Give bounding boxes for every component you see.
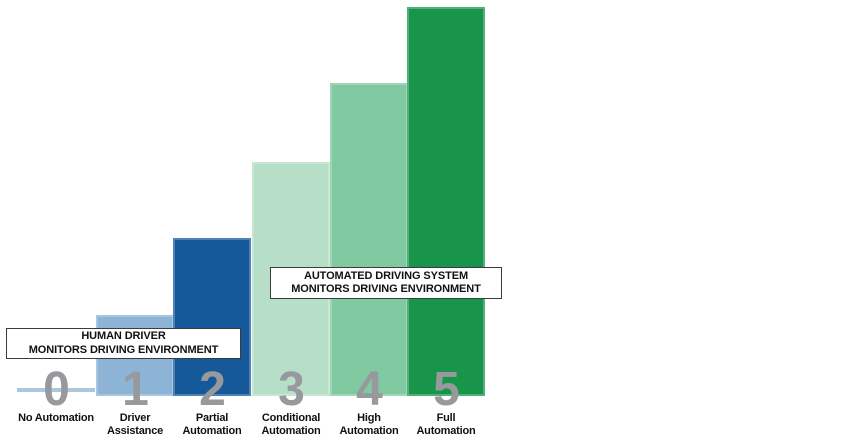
level-2-label-line2: Automation: [182, 425, 242, 437]
level-2-number: 2: [199, 363, 226, 416]
level-4-bar: [330, 83, 408, 396]
automated-system-annotation-line2: MONITORS DRIVING ENVIRONMENT: [291, 283, 481, 295]
level-4-label-line2: Automation: [339, 425, 399, 437]
level-2-bar: [173, 238, 251, 396]
level-5-bar: [407, 7, 485, 396]
level-4-label-line1: High: [357, 412, 381, 424]
automated-system-annotation-line1: AUTOMATED DRIVING SYSTEM: [303, 269, 469, 282]
level-0-number: 0: [43, 363, 70, 416]
level-column-0: 0 No Automation: [17, 0, 95, 446]
human-driver-annotation-line1: HUMAN DRIVER: [81, 330, 166, 342]
level-column-5: 5 Full Automation: [407, 0, 485, 446]
level-0-label-line1: No Automation: [18, 412, 94, 424]
level-column-2: 2 Partial Automation: [173, 0, 251, 446]
level-column-1: 1 Driver Assistance: [96, 0, 174, 446]
level-2-label-line1: Partial: [195, 412, 229, 424]
level-0-bar: [17, 388, 95, 392]
level-3-label-line2: Automation: [261, 425, 321, 437]
level-1-label-line2: Assistance: [106, 425, 164, 437]
level-4-number: 4: [356, 363, 383, 416]
level-1-label-line1: Driver: [119, 412, 151, 424]
level-5-label-line2: Automation: [416, 425, 476, 437]
level-5-number: 5: [433, 363, 460, 416]
level-1-number: 1: [122, 363, 149, 416]
automated-system-annotation-box: AUTOMATED DRIVING SYSTEM MONITORS DRIVIN…: [270, 267, 502, 299]
level-3-label-line1: Conditional: [261, 412, 321, 424]
level-3-number: 3: [278, 363, 305, 416]
level-5-label-line1: Full: [436, 412, 456, 424]
level-0-label: No Automation: [5, 412, 107, 425]
human-driver-annotation-line2: MONITORS DRIVING ENVIRONMENT: [28, 343, 219, 356]
level-2-label: Partial Automation: [161, 412, 263, 438]
level-5-label: Full Automation: [395, 412, 497, 438]
level-4-label: High Automation: [318, 412, 420, 438]
level-column-3: 3 Conditional Automation: [252, 0, 330, 446]
human-driver-annotation-box: HUMAN DRIVER MONITORS DRIVING ENVIRONMEN…: [6, 328, 241, 359]
level-1-label: Driver Assistance: [84, 412, 186, 438]
level-column-4: 4 High Automation: [330, 0, 408, 446]
level-3-label: Conditional Automation: [240, 412, 342, 438]
